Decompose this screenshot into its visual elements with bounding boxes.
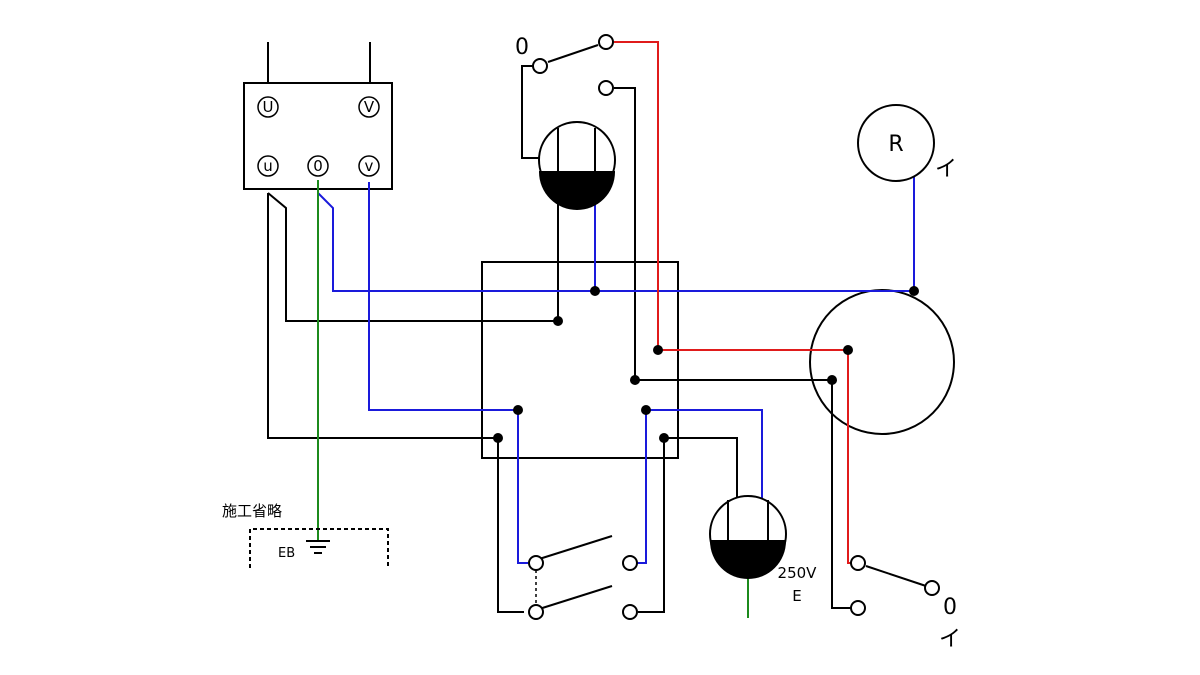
junction-box [481, 261, 679, 459]
terminal-V-label: V [364, 98, 375, 116]
dot [641, 405, 651, 415]
right-switch-zero-label: 0 [943, 595, 957, 620]
wire-switch-to-lamp [521, 65, 540, 159]
switch-contact [532, 58, 548, 74]
switch-contact [622, 604, 638, 620]
i-top-label: イ [935, 157, 957, 182]
top-lamp [538, 121, 616, 210]
omit-dashed-box [249, 528, 389, 568]
dot [827, 375, 837, 385]
switch-contact [528, 555, 544, 571]
dot [843, 345, 853, 355]
green-wires [317, 180, 749, 618]
top-switch: 0 [515, 34, 614, 96]
dot [553, 316, 563, 326]
wire-box-to-outlet [664, 437, 738, 500]
terminal-U-label: U [263, 98, 274, 116]
switch-contact [850, 555, 866, 571]
terminal-0 [307, 155, 329, 177]
dot [630, 375, 640, 385]
switch-contact [598, 80, 614, 96]
transformer: U V u 0 v [243, 42, 393, 190]
switch-pair [528, 535, 638, 620]
outlet-rating-label: 250V [778, 564, 818, 582]
dot [909, 286, 919, 296]
transformer-box [243, 82, 393, 190]
right-switch: 0 イ [850, 555, 961, 652]
switch-lever-lower [535, 585, 613, 611]
terminal-v-label: v [365, 157, 374, 175]
switch-lever-upper [535, 535, 613, 561]
switch-contact [850, 600, 866, 616]
outlet-250v: 250V E [709, 495, 818, 605]
wire-box-right-to-switch [630, 410, 647, 564]
wire-0-to-round [317, 192, 914, 292]
connection-dots [493, 286, 919, 443]
dot [513, 405, 523, 415]
wire-3way-right [638, 438, 665, 613]
switch-lever [865, 565, 927, 587]
dot [653, 345, 663, 355]
red-wires [614, 41, 858, 564]
wire-v-to-box [368, 182, 518, 411]
wire-u-to-box [267, 192, 558, 322]
lamp-R-label: R [888, 132, 903, 157]
switch-contact [622, 555, 638, 571]
wire-u-to-switch [267, 193, 498, 439]
eb-label: EB [278, 546, 295, 561]
outlet-fill [710, 541, 786, 579]
dot [590, 286, 600, 296]
grounding-omitted: 施工省略 EB [222, 502, 389, 568]
lamp-R-circle [857, 104, 935, 182]
wire-top-switch-red [614, 41, 858, 564]
i-bottom-label: イ [939, 627, 961, 652]
terminal-0-label: 0 [313, 157, 323, 175]
dot [493, 433, 503, 443]
wire-box-to-3way-left [517, 410, 528, 564]
wire-box-to-3way [497, 438, 524, 613]
terminal-v [358, 155, 380, 177]
switch-contact [598, 34, 614, 50]
wire-top-switch-lower [614, 87, 832, 381]
terminal-u [257, 155, 279, 177]
lamp-R: R イ [857, 104, 957, 182]
terminal-V [358, 96, 380, 118]
lamp-fill [539, 172, 615, 210]
outlet-e-label: E [792, 587, 801, 605]
wire-box-to-outlet-blue [646, 409, 763, 500]
dot [659, 433, 669, 443]
top-switch-zero-label: 0 [515, 35, 529, 60]
omit-text: 施工省略 [222, 502, 282, 520]
black-wires [267, 65, 852, 613]
wire-round-to-switch [831, 380, 852, 609]
blue-wires [317, 176, 915, 564]
switch-contact [528, 604, 544, 620]
switch-contact [924, 580, 940, 596]
switch-lever [547, 44, 599, 63]
terminal-u-label: u [263, 157, 273, 175]
terminal-U [257, 96, 279, 118]
